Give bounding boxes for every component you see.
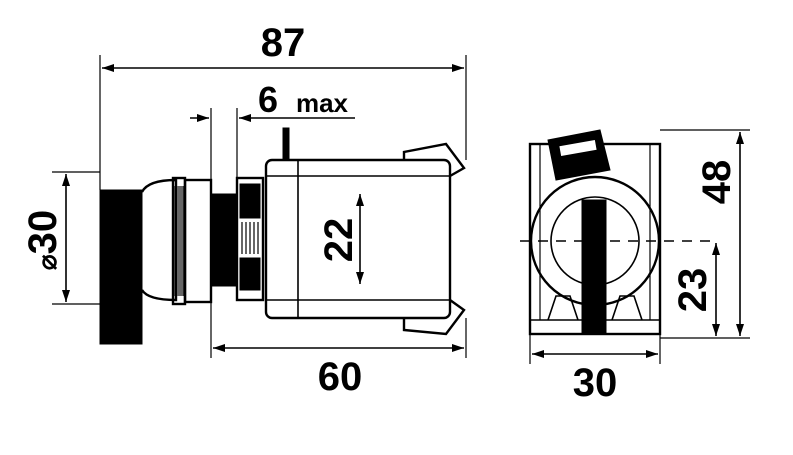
side-top-tab — [547, 129, 611, 181]
panel-thickness-value: 6 — [258, 79, 278, 120]
dim-mount-hole: 22 — [317, 194, 364, 284]
thread-section — [235, 176, 265, 302]
button-cap — [140, 178, 178, 302]
flange — [183, 178, 213, 304]
dim-center-height: 23 — [671, 243, 720, 336]
contact-block — [264, 127, 466, 336]
overall-length-label: 87 — [261, 21, 306, 65]
mount-hole-label: 22 — [317, 218, 361, 263]
dim-overall-length: 87 — [99, 21, 467, 190]
side-width-label: 30 — [573, 361, 618, 405]
side-center-bar — [581, 199, 607, 335]
dim-panel-thickness: 6 max — [190, 79, 355, 180]
knurled-ring — [171, 176, 187, 306]
dim-side-height: 48 — [660, 129, 750, 339]
bezel-knob — [99, 189, 143, 345]
diameter-symbol: ⌀ — [32, 254, 62, 270]
panel-thickness-suffix: max — [296, 88, 349, 118]
dim-body-length: 60 — [210, 286, 467, 399]
center-height-label: 23 — [671, 268, 715, 313]
bezel-diameter-label: ⌀30 — [21, 210, 65, 270]
body-length-label: 60 — [318, 355, 363, 399]
side-view — [520, 129, 710, 336]
side-height-label: 48 — [695, 160, 739, 205]
dim-side-width: 30 — [529, 334, 661, 405]
diameter-value: 30 — [21, 210, 65, 255]
panel-nut — [210, 193, 238, 287]
front-view — [99, 127, 466, 345]
dim-bezel-diameter: ⌀30 — [21, 171, 100, 305]
